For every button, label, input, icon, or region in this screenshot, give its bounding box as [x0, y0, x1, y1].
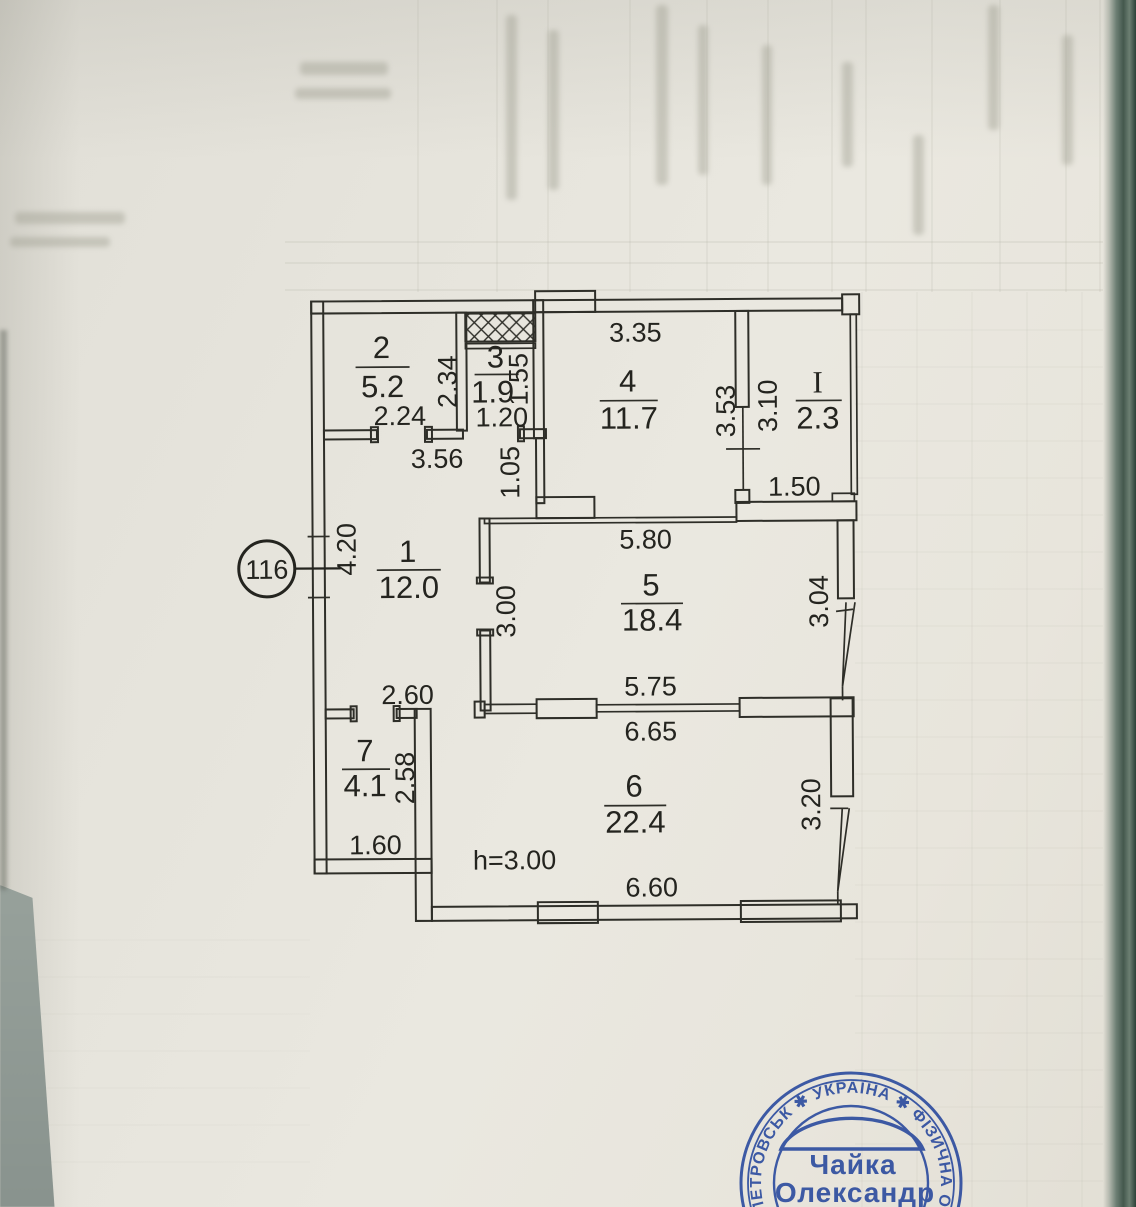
- vent-shaft-hatch: [464, 312, 537, 343]
- paper-shading-top: [0, 0, 1136, 160]
- dim-balcony-bottom: 1.50: [768, 471, 821, 501]
- balcony-area: 2.3: [796, 400, 839, 435]
- bleed-text-column: [506, 15, 517, 200]
- stamp-second-ring: [747, 1079, 955, 1207]
- dim-room5-right: 3.04: [804, 575, 834, 628]
- room2-number: 2: [373, 330, 390, 365]
- stamp-seagull-emblem: [778, 1116, 926, 1151]
- balcony-number: I: [812, 364, 823, 399]
- dim-room3-right: 1.55: [503, 353, 533, 406]
- dim-room7-right: 2.58: [390, 752, 420, 805]
- dim-room1-left: 4.20: [332, 523, 362, 576]
- bleed-text-column: [656, 5, 668, 185]
- room1-number: 1: [399, 534, 416, 569]
- dim-hall-top: 3.56: [411, 444, 464, 474]
- dim-room7-bottom: 1.60: [349, 830, 402, 860]
- room6-area: 22.4: [605, 804, 666, 839]
- stamp-name-first: Чайка: [809, 1149, 896, 1180]
- dim-passage-left: 1.05: [495, 446, 525, 499]
- bleed-text-column: [762, 45, 772, 185]
- bleed-text-row: [10, 237, 110, 247]
- dim-room5-bottom: 5.75: [624, 671, 677, 701]
- dim-room2-right: 2.34: [432, 355, 462, 408]
- room4-area: 11.7: [600, 400, 658, 435]
- bleed-text-row: [295, 88, 391, 99]
- room3-number: 3: [487, 339, 504, 374]
- bleed-text-column: [548, 30, 559, 190]
- dim-room5-left: 3.00: [491, 585, 521, 638]
- bleed-text-column: [913, 135, 924, 235]
- scan-edge-right: [1103, 0, 1136, 1207]
- room4-number: 4: [619, 364, 636, 399]
- stamp-name-last: Олександр: [775, 1177, 935, 1207]
- room5-number: 5: [642, 567, 659, 602]
- bleed-text-column: [842, 62, 853, 167]
- stamp-inner-ring: [772, 1104, 930, 1207]
- walls: [307, 289, 861, 925]
- room3-area: 1.9: [471, 374, 514, 409]
- bleed-text-column: [988, 5, 999, 130]
- room1-area: 12.0: [379, 570, 440, 605]
- bleed-text-column: [698, 25, 708, 175]
- room7-area: 4.1: [343, 768, 386, 803]
- scan-edge-sliver: [0, 330, 7, 890]
- ceiling-height-label: h=3.00: [473, 845, 557, 876]
- dim-room2-width: 2.24: [373, 401, 426, 431]
- dim-balcony-left: 3.10: [753, 379, 783, 432]
- unit-number: 116: [245, 555, 288, 585]
- dim-room5-top: 5.80: [619, 524, 672, 554]
- dimension-labels: 3.35 1.20 2.24 3.56 1.50 5.80 2.60 5.75 …: [332, 317, 835, 902]
- room6-number: 6: [625, 769, 642, 804]
- room2-area: 5.2: [361, 369, 404, 404]
- stamp-outer-ring: [739, 1071, 963, 1207]
- dim-room6-right: 3.20: [796, 778, 826, 831]
- dim-room3-width: 1.20: [475, 402, 528, 432]
- dim-room1-bottom: 2.60: [381, 680, 434, 710]
- bleed-text-row: [15, 212, 125, 224]
- dim-room6-top: 6.65: [624, 716, 677, 746]
- dim-room4-right: 3.53: [711, 385, 741, 438]
- bleed-text-row: [300, 62, 388, 75]
- dim-room4-top: 3.35: [609, 317, 662, 347]
- unit-number-badge: 116: [237, 539, 341, 599]
- room5-area: 18.4: [622, 602, 683, 637]
- bleed-text-column: [1062, 35, 1073, 165]
- room7-number: 7: [356, 733, 373, 768]
- room-labels: 2 5.2 3 1.9 4 11.7 I 2.3 1 12.0 5 18.4 7…: [342, 330, 842, 840]
- dim-room6-bottom: 6.60: [625, 872, 678, 902]
